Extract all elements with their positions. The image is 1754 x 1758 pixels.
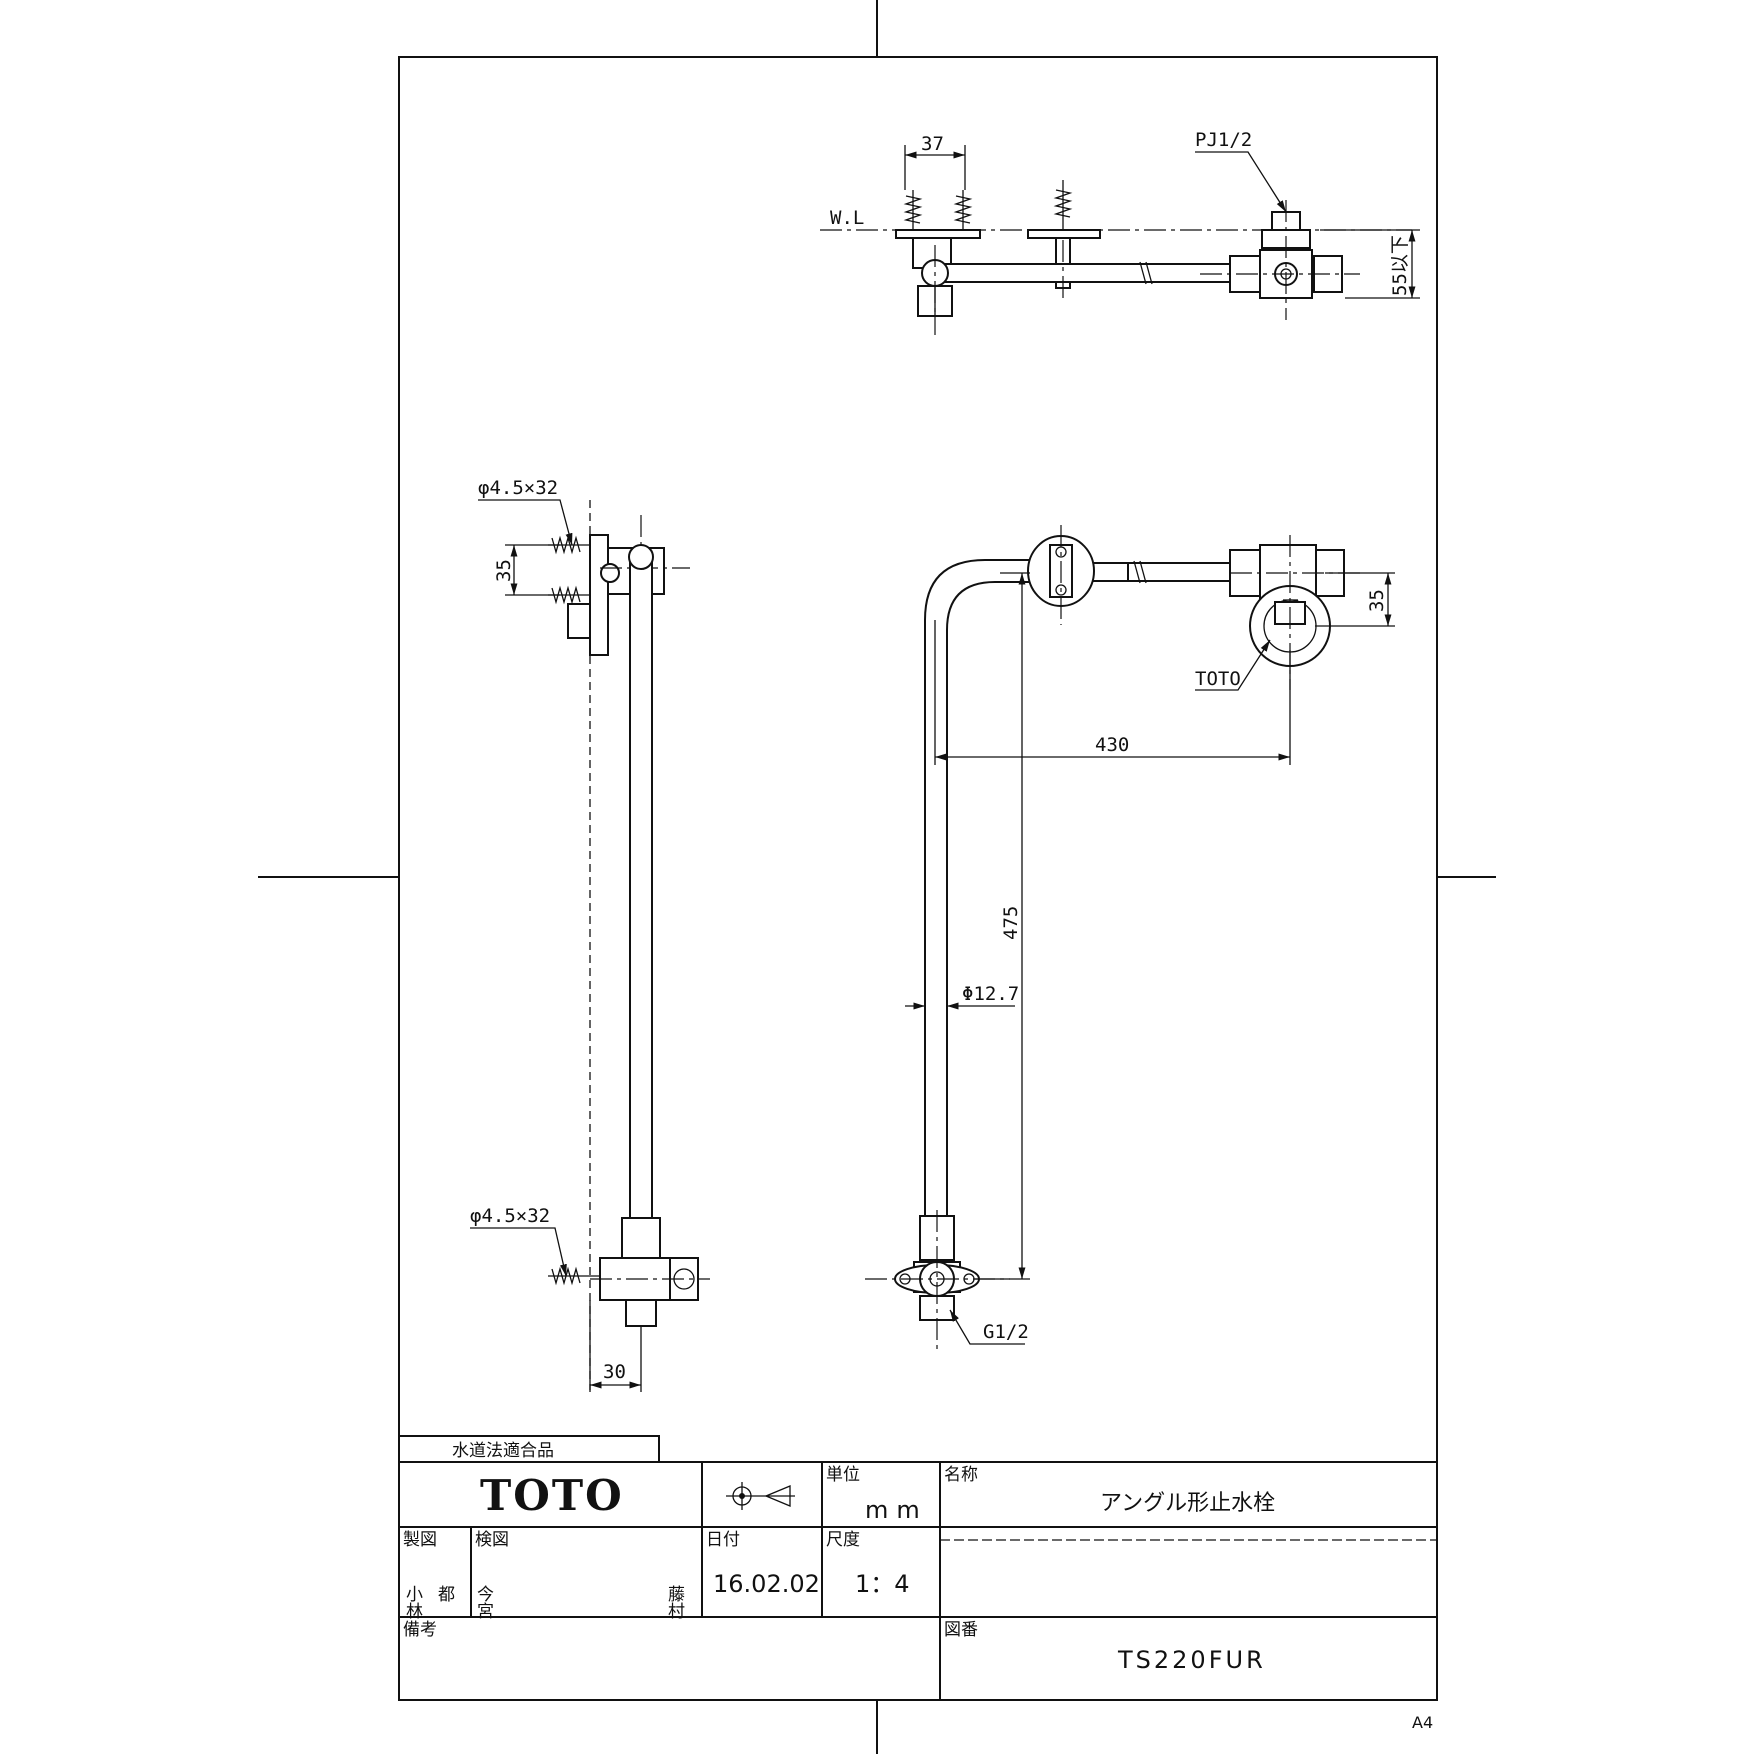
dim-37: 37 <box>921 133 944 155</box>
dim-475: 475 <box>1000 906 1022 940</box>
dim-35-left: 35 <box>493 559 515 582</box>
date-label: 日付 <box>706 1530 740 1550</box>
title-block: 水道法適合品 TOTO 単位 mm 名称 アングル形止水栓 製図 小林 都 検図… <box>398 1435 1437 1732</box>
checked-name-1: 今宮 <box>473 1585 494 1619</box>
checked-label: 検図 <box>475 1530 509 1550</box>
unit-label: 単位 <box>826 1465 860 1485</box>
paper-size: A4 <box>1412 1713 1433 1732</box>
dim-430: 430 <box>1095 734 1129 756</box>
drawn-name-1: 小林 <box>402 1585 423 1619</box>
top-plan-view: 37 W.L PJ1/2 55以下 <box>820 129 1420 335</box>
remarks-label: 備考 <box>403 1620 437 1640</box>
pj-thread-label: PJ1/2 <box>1195 129 1252 151</box>
front-view: 430 475 Φ12.7 G1/2 35 TOTO <box>865 525 1395 1350</box>
g-thread-label: G1/2 <box>983 1321 1029 1343</box>
sheet-frame <box>258 0 1496 1754</box>
unit-value: mm <box>865 1496 928 1524</box>
compliance-label: 水道法適合品 <box>452 1441 554 1461</box>
drawing-number: TS220FUR <box>1117 1646 1266 1674</box>
wall-line-label: W.L <box>830 207 864 229</box>
toto-mark-label: TOTO <box>1195 668 1241 690</box>
dim-35-right: 35 <box>1366 589 1388 612</box>
screw-spec-bottom: φ4.5×32 <box>470 1205 550 1227</box>
drawing-no-label: 図番 <box>944 1620 978 1640</box>
pipe-diameter: Φ12.7 <box>962 983 1019 1005</box>
checked-name-2: 藤村 <box>664 1585 685 1619</box>
drawn-label: 製図 <box>403 1530 437 1550</box>
dim-55-max: 55以下 <box>1389 235 1411 296</box>
scale-value: 1：4 <box>855 1570 910 1598</box>
toto-logo: TOTO <box>480 1471 624 1520</box>
drawn-name-2: 都 <box>434 1585 455 1602</box>
left-side-view: φ4.5×32 35 φ4.5×32 30 <box>470 477 710 1392</box>
screw-spec-top: φ4.5×32 <box>478 477 558 499</box>
name-label: 名称 <box>944 1465 978 1485</box>
date-value: 16.02.02 <box>713 1570 820 1598</box>
dim-30: 30 <box>603 1361 626 1383</box>
scale-label: 尺度 <box>826 1530 860 1550</box>
product-name: アングル形止水栓 <box>1100 1491 1275 1516</box>
